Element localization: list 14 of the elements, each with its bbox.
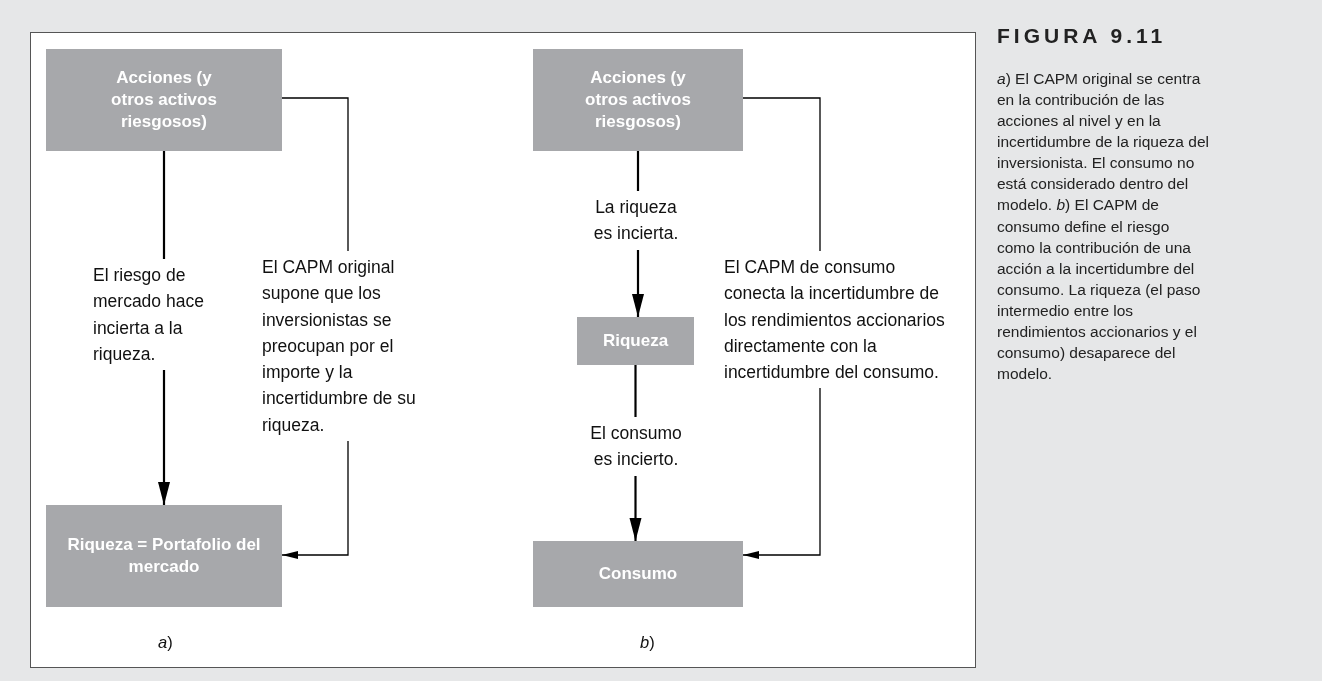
panel-label: b) [640,633,655,652]
process-box [577,317,694,365]
process-box [46,505,282,607]
box-label: Riqueza [602,329,669,352]
figure-title: FIGURA 9.11 [997,24,1167,48]
panel-label: a) [158,633,173,652]
process-box [533,541,743,607]
box-label: Consumo [598,562,678,585]
box-label: Acciones (y otros activos riesgosos) [110,66,218,134]
process-box [46,49,282,151]
box-label: Riqueza = Portafolio del mercado [66,533,262,578]
process-box [533,49,743,151]
box-label: Acciones (y otros activos riesgosos) [584,66,692,134]
figure-caption: a) El CAPM original se centra en la contribución de las acciones al nivel y en la incertidumbre de la riqueza del inversionista. El consumo no está considerado dentro del modelo. b) El CAPM de consumo define el riesgo como la contribución de una acción a la incertidumbre del consumo. La riqueza (el paso intermedio entre los rendimientos accionarios y el consumo) desaparece del modelo. [997,69,1209,385]
